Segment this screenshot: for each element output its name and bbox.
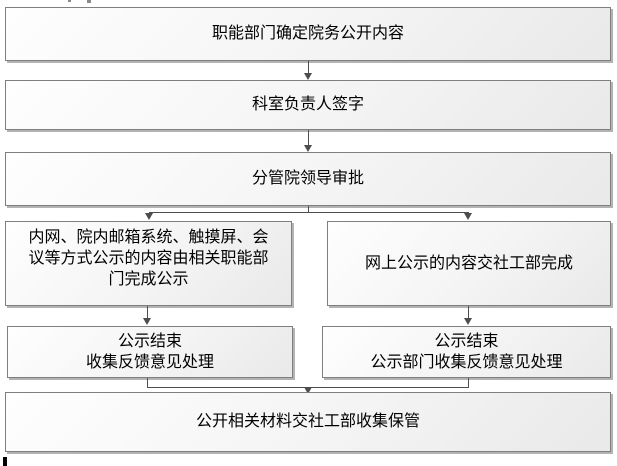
arrow-down-icon — [145, 213, 153, 220]
flow-node-label: 公开相关材料交社工部收集保管 — [195, 413, 420, 431]
arrow-down-icon — [304, 73, 312, 80]
arrow-down-icon — [143, 318, 151, 325]
arrow-down-icon — [304, 145, 312, 152]
connector-split-stem — [308, 206, 309, 213]
arrow-down-icon — [464, 318, 472, 325]
flow-node-label-line2: 收集反馈意见处理 — [85, 354, 214, 371]
connector-line-box2-box3 — [308, 130, 309, 145]
flow-node-publicity-end-right: 公示结束 公示部门收集反馈意见处理 — [322, 326, 611, 378]
flow-node-determine-content: 职能部门确定院务公开内容 — [5, 7, 611, 61]
flow-node-intranet-publicity: 内网、院内邮箱系统、触摸屏、会议等方式公示的内容由相关职能部门完成公示 — [5, 221, 292, 306]
flow-node-label-line2: 公示部门收集反馈意见处理 — [370, 354, 563, 371]
flow-node-publicity-end-left: 公示结束 收集反馈意见处理 — [7, 326, 293, 378]
arrow-down-icon — [304, 387, 312, 394]
connector-merge-left-drop — [147, 378, 148, 388]
connector-split-crossbar — [149, 212, 469, 213]
top-edge-artifact — [68, 0, 71, 2]
flow-node-label: 职能部门确定院务公开内容 — [211, 25, 404, 43]
connector-line-left-box4-box5 — [147, 306, 148, 319]
flow-node-label: 网上公示的内容交社工部完成 — [364, 254, 573, 272]
connector-merge-right-drop — [468, 378, 469, 388]
flow-node-archive-materials: 公开相关材料交社工部收集保管 — [5, 392, 611, 452]
connector-line-box1-box2 — [308, 61, 309, 74]
flow-node-department-head-sign: 科室负责人签字 — [5, 80, 611, 130]
flow-node-label: 科室负责人签字 — [251, 96, 364, 114]
flow-node-label: 内网、院内邮箱系统、触摸屏、会议等方式公示的内容由相关职能部门完成公示 — [28, 229, 269, 289]
flow-node-label: 分管院领导审批 — [251, 170, 364, 188]
top-edge-artifact — [87, 0, 91, 3]
text-cursor-mark — [3, 457, 7, 466]
flow-node-label-line1: 公示结束 — [117, 332, 182, 350]
flow-node-label-line1: 公示结束 — [434, 332, 499, 350]
flow-node-leader-approval: 分管院领导审批 — [5, 152, 611, 206]
arrow-down-icon — [464, 213, 472, 220]
connector-line-right-box4-box5 — [468, 306, 469, 319]
flow-node-online-publicity: 网上公示的内容交社工部完成 — [327, 221, 611, 306]
